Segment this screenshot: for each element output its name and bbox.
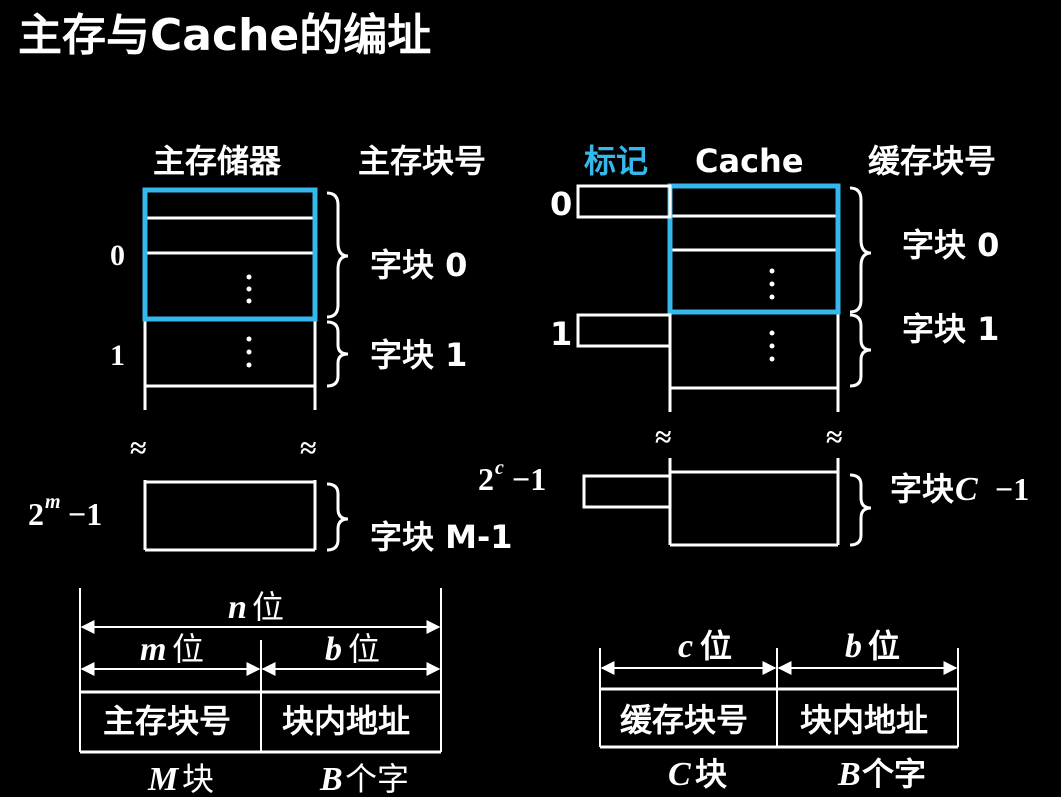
svg-text:块: 块 <box>695 755 727 793</box>
b-words-caption: B 个字 <box>837 755 926 793</box>
break-mark-icon: ≈ <box>655 421 671 454</box>
cache-row-1-label: 1 <box>550 315 572 353</box>
cache-last-row-label: 2 c −1 <box>478 457 546 497</box>
main-block-0-highlight <box>142 187 318 322</box>
main-block-number-field: 主存块号 <box>103 702 231 740</box>
svg-text:M: M <box>147 761 180 797</box>
svg-text:字块: 字块 <box>890 470 954 508</box>
main-memory-column <box>143 190 317 552</box>
break-mark-icon: ≈ <box>300 432 316 465</box>
svg-text:个字: 个字 <box>345 761 409 797</box>
svg-text:位: 位 <box>348 631 380 667</box>
svg-text:2: 2 <box>478 461 494 497</box>
tag-fields <box>576 184 672 509</box>
svg-text:b: b <box>845 628 862 665</box>
cache-block-1-label: 字块 1 <box>902 310 999 348</box>
main-block-number-header: 主存块号 <box>358 142 486 180</box>
svg-text:位: 位 <box>172 631 204 667</box>
main-row-0-label: 0 <box>110 239 125 272</box>
curly-brace-icon <box>326 191 349 319</box>
svg-text:C: C <box>668 756 691 793</box>
svg-text:块: 块 <box>182 761 214 797</box>
tag-field-1 <box>576 313 672 348</box>
svg-text:−1: −1 <box>68 496 102 532</box>
svg-text:位: 位 <box>868 627 900 665</box>
cache-block-0-label: 字块 0 <box>902 226 999 264</box>
cache-header: Cache <box>695 142 804 180</box>
cache-column <box>668 186 840 547</box>
svg-text:−1: −1 <box>995 471 1029 507</box>
vertical-ellipsis-icon <box>769 330 775 362</box>
m-blocks-caption: M 块 <box>147 761 214 797</box>
svg-text:B: B <box>837 756 861 793</box>
svg-text:位: 位 <box>252 589 284 625</box>
cache-block-0-highlight <box>667 183 841 315</box>
svg-text:c: c <box>495 457 504 479</box>
svg-text:m: m <box>45 491 61 513</box>
curly-brace-icon <box>326 320 349 388</box>
vertical-ellipsis-icon <box>769 268 775 300</box>
cache-address-format <box>599 648 959 749</box>
main-block-0-label: 字块 0 <box>370 246 467 284</box>
m-bits-label: m 位 <box>140 631 204 668</box>
tag-field-last <box>582 474 672 509</box>
main-last-row-label: 2 m −1 <box>28 491 102 532</box>
break-mark-icon: ≈ <box>826 421 842 454</box>
curly-brace-icon <box>849 186 872 314</box>
cache-block-offset-field: 块内地址 <box>800 701 928 739</box>
main-memory-address-format <box>79 588 442 754</box>
curly-brace-icon <box>326 482 349 552</box>
main-memory-header: 主存储器 <box>153 142 282 180</box>
page-title: 主存与Cache的编址 <box>18 10 431 61</box>
block-offset-field: 块内地址 <box>282 702 410 740</box>
svg-text:c: c <box>678 628 693 665</box>
curly-brace-icon <box>849 473 872 547</box>
n-bits-label: n 位 <box>228 589 284 626</box>
svg-text:个字: 个字 <box>862 755 926 793</box>
break-mark-icon: ≈ <box>130 432 146 465</box>
c-blocks-caption: C 块 <box>668 755 727 793</box>
svg-text:−1: −1 <box>512 461 546 497</box>
svg-text:B: B <box>319 761 343 797</box>
vertical-ellipsis-icon <box>246 336 252 368</box>
main-block-m-1-label: 字块 M-1 <box>370 518 513 556</box>
curly-brace-icon <box>849 313 872 388</box>
cache-block-number-field: 缓存块号 <box>620 701 748 739</box>
b-words-caption: B 个字 <box>319 761 409 797</box>
svg-text:位: 位 <box>700 627 732 665</box>
b-bits-label: b 位 <box>325 631 380 668</box>
svg-text:b: b <box>325 631 342 668</box>
b-bits-label: b 位 <box>845 627 900 665</box>
tag-header: 标记 <box>584 142 648 180</box>
main-row-1-label: 1 <box>110 339 125 372</box>
vertical-ellipsis-icon <box>246 274 252 304</box>
svg-text:n: n <box>228 589 247 626</box>
c-bits-label: c 位 <box>678 627 732 665</box>
cache-block-number-header: 缓存块号 <box>868 142 996 180</box>
svg-text:C: C <box>955 471 978 508</box>
svg-text:m: m <box>140 631 166 668</box>
main-block-1-label: 字块 1 <box>370 336 467 374</box>
cache-block-c-1-label: 字块 C −1 <box>890 470 1029 508</box>
cache-row-0-label: 0 <box>550 185 572 223</box>
tag-field-0 <box>576 184 672 219</box>
svg-text:2: 2 <box>28 496 44 532</box>
